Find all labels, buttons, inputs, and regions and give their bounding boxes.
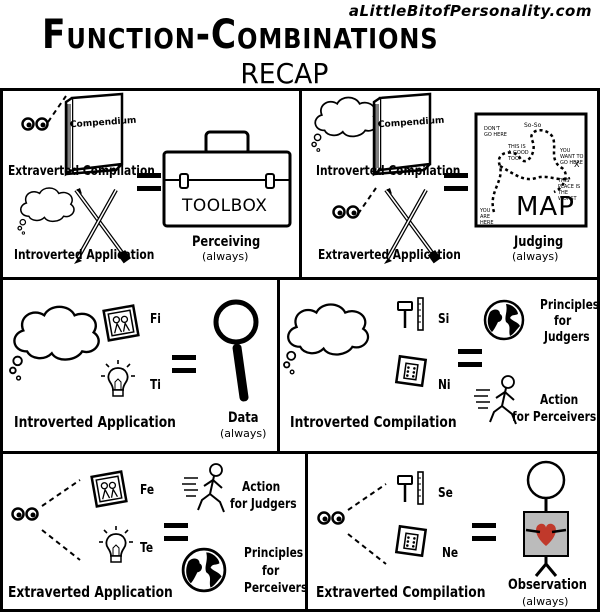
map-note: YOU WANT TO GO HERE	[560, 148, 584, 166]
dice-icon	[395, 525, 427, 557]
result-judgers: Judgers	[544, 330, 590, 345]
function-te: Te	[140, 541, 154, 556]
function-se: Se	[438, 486, 453, 501]
map-note: So-So	[524, 122, 542, 129]
dashed-line	[347, 483, 387, 565]
function-fe: Fe	[140, 483, 155, 498]
gavel-and-ruler-icon	[396, 470, 425, 506]
dashed-line	[41, 479, 81, 561]
label-extraverted-compilation: Extraverted Compilation	[316, 583, 486, 601]
observer-person-icon	[523, 460, 569, 577]
result-principles: Principles	[244, 546, 304, 561]
equals-sign	[444, 173, 468, 191]
map-note: THIS PLACE IS THE WORST	[558, 178, 581, 202]
page-title: Function-Combinations	[42, 12, 439, 58]
result-judging: Judging	[514, 234, 564, 250]
map-note: YOU ARE HERE	[480, 208, 494, 226]
equals-sign	[472, 523, 496, 541]
dashed-line	[357, 187, 377, 215]
map-title: MAP	[516, 192, 575, 222]
cloud-icon	[282, 303, 370, 375]
result-note: (always)	[522, 595, 569, 608]
picture-frame-icon	[102, 304, 140, 342]
function-ti: Ti	[150, 378, 161, 393]
function-si: Si	[438, 312, 450, 327]
equals-sign	[137, 173, 161, 191]
result-data: Data	[228, 410, 259, 426]
equals-sign	[172, 355, 196, 373]
result-action: Action	[242, 480, 281, 495]
lightbulb-icon	[100, 359, 136, 397]
label-introverted-application: Introverted Application	[14, 248, 155, 263]
toolbox-label: TOOLBOX	[182, 196, 268, 216]
globe-icon	[483, 299, 525, 341]
label-introverted-compilation: Introverted Compilation	[290, 413, 457, 431]
function-fi: Fi	[150, 312, 161, 327]
function-ne: Ne	[442, 546, 459, 561]
label-extraverted-application: Extraverted Application	[318, 248, 461, 263]
label-introverted-compilation: Introverted Compilation	[316, 164, 461, 179]
label-extraverted-compilation: Extraverted Compilation	[8, 164, 155, 179]
function-ni: Ni	[438, 378, 451, 393]
page-subtitle: RECAP	[240, 57, 329, 90]
result-note: (always)	[220, 427, 267, 440]
gavel-and-ruler-icon	[396, 296, 425, 332]
dice-icon	[395, 355, 427, 387]
map-note: DON'T GO HERE	[484, 126, 507, 138]
result-note: (always)	[512, 250, 559, 263]
eyes-icon	[11, 507, 39, 521]
equals-sign	[164, 523, 188, 541]
result-principles: Principles	[540, 298, 600, 313]
eyes-icon	[332, 205, 360, 219]
result-for-perceivers: for Perceivers	[512, 410, 597, 425]
result-for: for	[554, 314, 572, 329]
map-note: THIS IS A GOOD TOO	[508, 144, 529, 162]
toolbox-icon	[162, 130, 292, 228]
site-url: aLittleBitofPersonality.com	[348, 2, 592, 20]
label-extraverted-application: Extraverted Application	[8, 583, 173, 601]
magnifying-glass-icon	[213, 299, 259, 402]
label-introverted-application: Introverted Application	[14, 413, 176, 431]
result-for-judgers: for Judgers	[230, 497, 297, 512]
eyes-icon	[317, 511, 345, 525]
result-action: Action	[540, 393, 579, 408]
lightbulb-icon	[98, 525, 134, 563]
result-observation: Observation	[508, 577, 587, 593]
result-for: for	[262, 564, 280, 579]
result-perceiving: Perceiving	[192, 234, 261, 250]
picture-frame-icon	[90, 470, 128, 508]
globe-icon	[181, 547, 227, 593]
result-perceivers: Perceivers	[244, 581, 308, 596]
map-x-mark: X	[574, 160, 580, 169]
map-icon	[474, 112, 588, 228]
equals-sign	[458, 349, 482, 367]
result-note: (always)	[202, 250, 249, 263]
panel-extraverted-compilation-observation	[305, 451, 600, 612]
eyes-icon	[21, 117, 49, 131]
